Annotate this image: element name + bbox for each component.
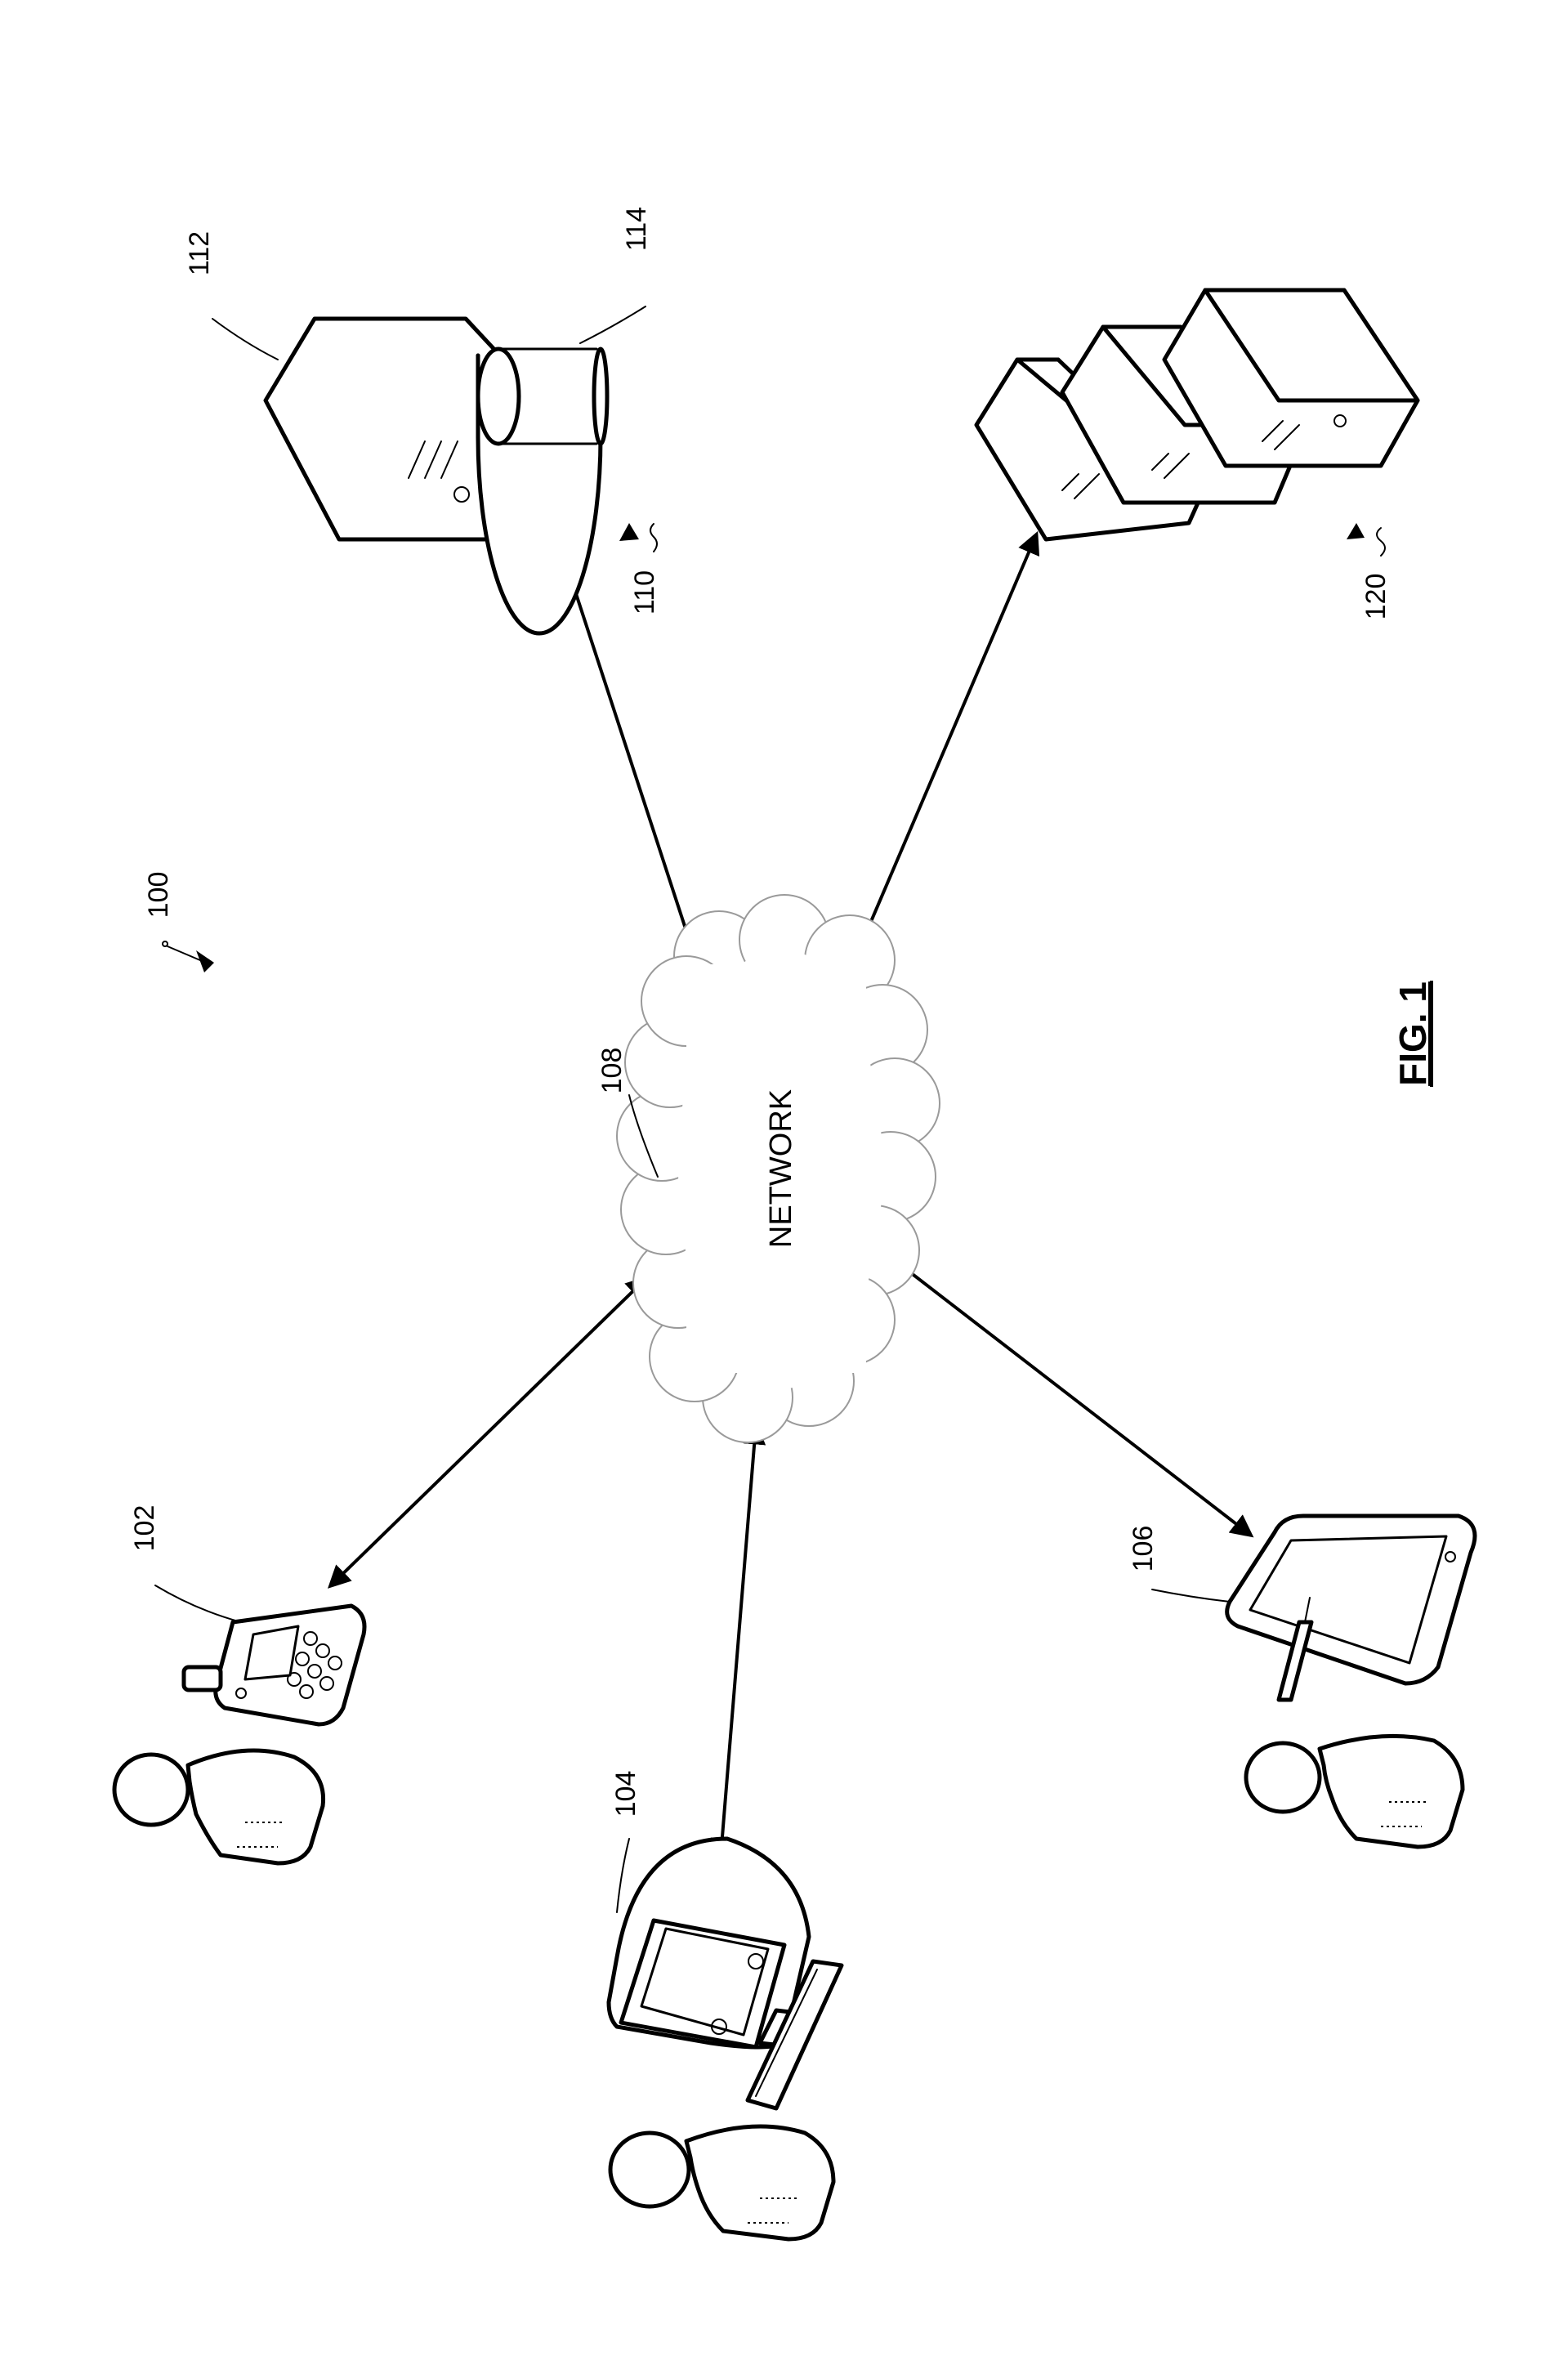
server-farm-ref-label: 120: [1360, 574, 1392, 620]
mobile-phone: 102: [114, 1505, 364, 1863]
server-ref-label: 112: [184, 231, 215, 275]
phone-icon: [184, 1606, 364, 1724]
arrow-network-desktop: [721, 1426, 756, 1857]
network-label: NETWORK: [764, 1089, 798, 1248]
arrow-network-tablet: [892, 1259, 1250, 1535]
desktop-ref-label: 104: [610, 1771, 641, 1817]
network-cloud: NETWORK: [617, 895, 940, 1442]
desktop-computer: 104: [609, 1771, 842, 2239]
arrow-network-phone: [331, 1279, 646, 1585]
user-icon-1: [114, 1750, 324, 1863]
database-ref-label: 114: [621, 207, 652, 251]
network-ref-label: 108: [596, 1048, 628, 1094]
tablet-device: 106: [1128, 1516, 1475, 1847]
server-farm: 120: [976, 290, 1418, 619]
figure-caption-label: FIG. 1: [1392, 981, 1434, 1086]
figure-caption: FIG. 1: [1392, 981, 1434, 1087]
user-icon-2: [610, 2126, 833, 2239]
arrow-network-serverfarm: [858, 535, 1036, 952]
server-system-ref-label: 110: [629, 570, 660, 615]
system-ref-label: 100: [143, 872, 174, 919]
server-system: 112 114 110: [184, 207, 660, 633]
tablet-ref-label: 106: [1128, 1526, 1159, 1572]
user-icon-3: [1246, 1736, 1463, 1847]
database-icon: [478, 349, 607, 633]
system-ref: 100: [143, 872, 214, 972]
phone-ref-label: 102: [129, 1505, 160, 1552]
monitor-icon: [609, 1839, 809, 2047]
tablet-icon: [1227, 1516, 1475, 1683]
